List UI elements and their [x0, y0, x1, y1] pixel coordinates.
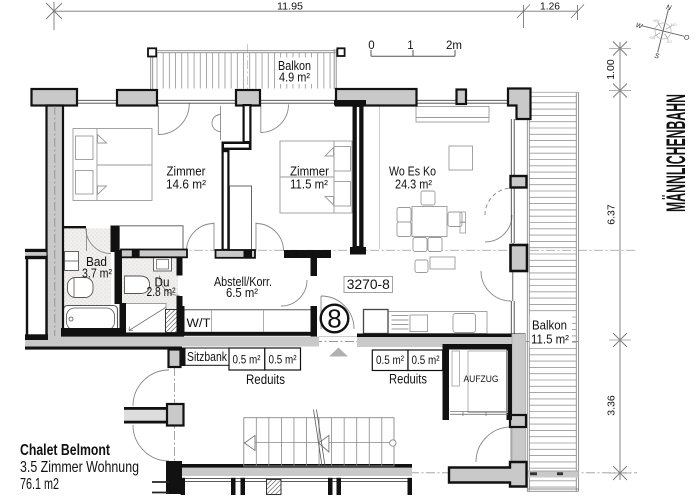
svg-text:Reduits: Reduits [246, 372, 285, 387]
svg-text:Bad: Bad [86, 254, 107, 269]
svg-text:W: W [635, 22, 643, 30]
svg-text:1.00: 1.00 [605, 59, 617, 80]
svg-text:3.36: 3.36 [606, 395, 618, 416]
svg-text:4.9 m²: 4.9 m² [279, 71, 310, 85]
svg-text:NO: NO [671, 23, 677, 27]
svg-text:N: N [665, 4, 672, 12]
svg-text:Chalet Belmont: Chalet Belmont [20, 442, 111, 459]
svg-text:SO: SO [667, 40, 673, 44]
svg-text:Zimmer: Zimmer [290, 164, 330, 179]
svg-text:Du: Du [155, 275, 170, 290]
svg-text:0.5 m²: 0.5 m² [376, 353, 404, 367]
svg-text:Balkon: Balkon [278, 59, 311, 73]
svg-text:Abstell/Korr.: Abstell/Korr. [214, 274, 272, 289]
svg-text:W/T: W/T [187, 318, 211, 330]
svg-text:11.5 m²: 11.5 m² [290, 176, 329, 191]
svg-text:2.8 m²: 2.8 m² [147, 284, 177, 299]
svg-text:Sitzbank: Sitzbank [187, 350, 228, 364]
svg-text:76.1 m2: 76.1 m2 [20, 476, 59, 493]
svg-text:1: 1 [407, 40, 413, 52]
svg-text:NW: NW [653, 19, 660, 23]
svg-text:Zimmer: Zimmer [167, 164, 207, 179]
svg-text:S: S [654, 53, 661, 61]
svg-text:0.5 m²: 0.5 m² [269, 353, 297, 367]
svg-text:0.5 m²: 0.5 m² [412, 353, 440, 367]
svg-text:MÄNNLICHENBAHN: MÄNNLICHENBAHN [661, 94, 691, 212]
svg-text:Balkon: Balkon [532, 319, 567, 333]
svg-text:Reduits: Reduits [389, 372, 427, 387]
svg-text:2m: 2m [446, 40, 462, 52]
svg-text:SW: SW [649, 36, 656, 40]
svg-text:3.5 Zimmer Wohnung: 3.5 Zimmer Wohnung [20, 459, 139, 476]
svg-text:3270-8: 3270-8 [347, 276, 390, 292]
svg-text:3.7 m²: 3.7 m² [82, 266, 113, 281]
svg-text:1.26: 1.26 [540, 1, 560, 13]
svg-text:8: 8 [327, 304, 341, 334]
svg-text:0: 0 [368, 40, 374, 52]
svg-text:14.6 m²: 14.6 m² [166, 176, 207, 191]
svg-text:AUFZUG: AUFZUG [464, 374, 499, 385]
svg-text:11.95: 11.95 [277, 1, 303, 13]
svg-text:6.5 m²: 6.5 m² [226, 285, 259, 300]
svg-text:Wo Es Ko: Wo Es Ko [389, 164, 436, 179]
svg-text:6.37: 6.37 [606, 204, 618, 225]
svg-text:11.5 m²: 11.5 m² [531, 333, 569, 347]
svg-text:O: O [683, 34, 691, 42]
svg-text:24.3 m²: 24.3 m² [395, 176, 433, 191]
svg-text:0.5 m²: 0.5 m² [233, 353, 261, 367]
